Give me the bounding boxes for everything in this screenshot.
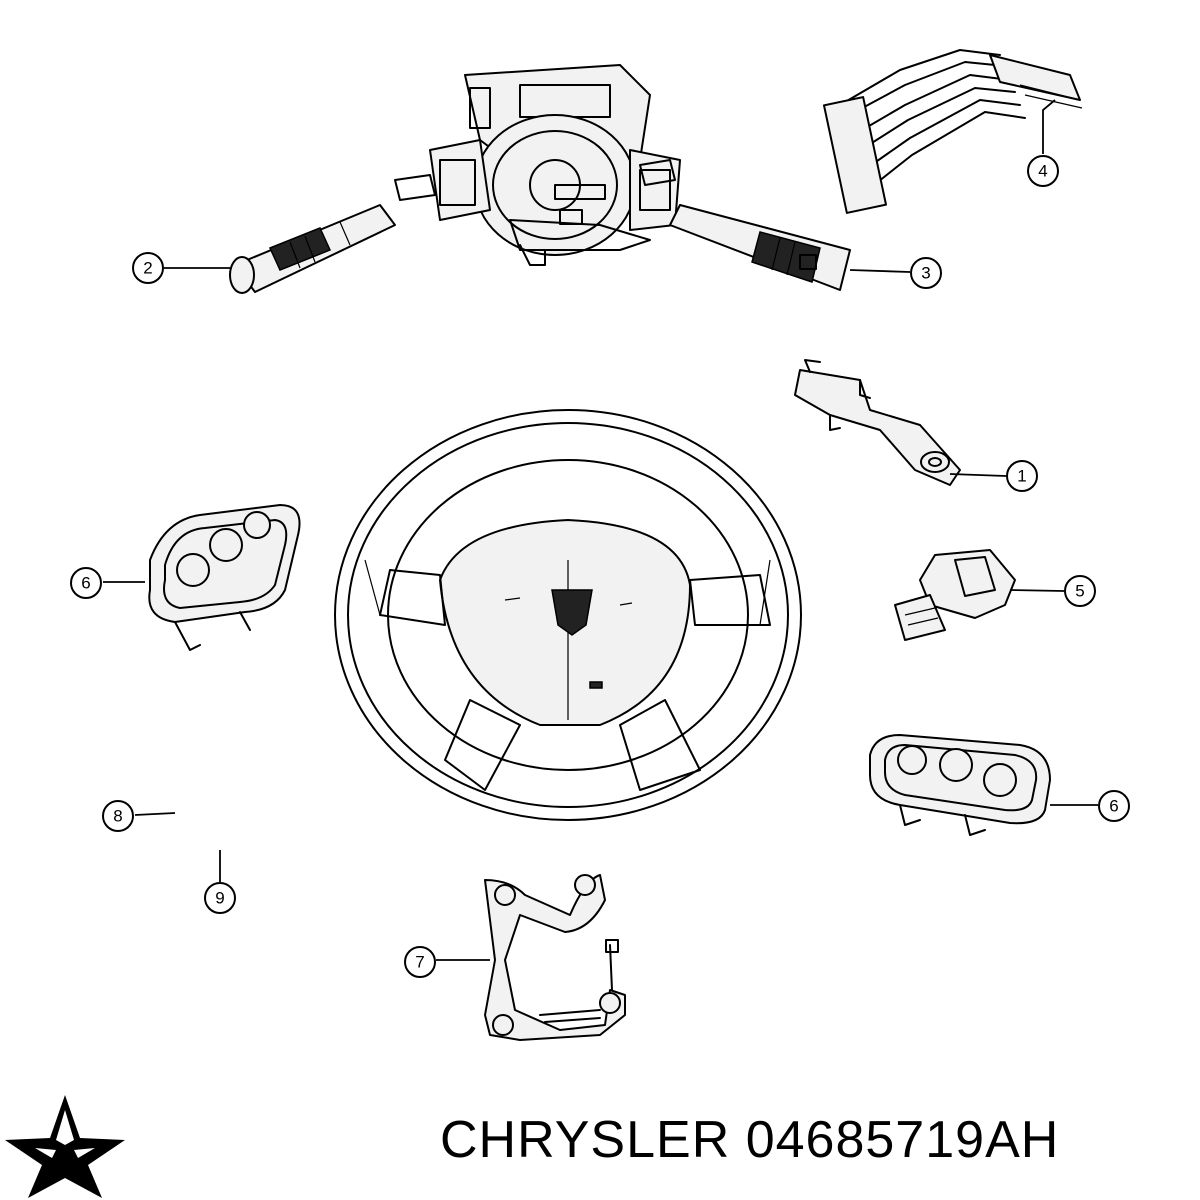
clockspring-assembly bbox=[394, 64, 681, 266]
callout-6b: 6 bbox=[1098, 790, 1130, 822]
callout-4: 4 bbox=[1027, 155, 1059, 187]
steering-wheel bbox=[334, 409, 802, 821]
connector-switch bbox=[894, 549, 1016, 641]
callout-label: 9 bbox=[215, 889, 224, 908]
callout-label: 2 bbox=[143, 259, 152, 278]
part-number: 04685719AH bbox=[745, 1111, 1060, 1169]
callout-label: 7 bbox=[415, 953, 424, 972]
callout-label: 1 bbox=[1017, 467, 1026, 486]
callout-label: 3 bbox=[921, 264, 930, 283]
left-stalk-lever bbox=[229, 204, 396, 294]
switch-pod-right bbox=[869, 734, 1051, 836]
callout-label: 4 bbox=[1038, 162, 1047, 181]
callout-label: 6 bbox=[1109, 797, 1118, 816]
callout-1: 1 bbox=[1006, 460, 1038, 492]
mounting-bracket bbox=[484, 874, 626, 1041]
callout-6a: 6 bbox=[70, 567, 102, 599]
leader-lines bbox=[103, 99, 1098, 961]
callout-label: 8 bbox=[113, 807, 122, 826]
chrysler-pentastar-icon bbox=[5, 1095, 125, 1198]
paddle-switch bbox=[794, 359, 961, 486]
callout-label: 5 bbox=[1075, 582, 1084, 601]
wire-harness-connector bbox=[823, 49, 1083, 214]
brand-name: CHRYSLER bbox=[440, 1111, 731, 1169]
callout-7: 7 bbox=[404, 946, 436, 978]
callout-5: 5 bbox=[1064, 575, 1096, 607]
part-number-caption: CHRYSLER 04685719AH bbox=[440, 1110, 1190, 1180]
callout-9: 9 bbox=[204, 882, 236, 914]
callout-3: 3 bbox=[910, 257, 942, 289]
callout-8: 8 bbox=[102, 800, 134, 832]
right-stalk-lever bbox=[669, 204, 851, 291]
callout-2: 2 bbox=[132, 252, 164, 284]
switch-pod-left bbox=[148, 504, 301, 651]
callout-label: 6 bbox=[81, 574, 90, 593]
